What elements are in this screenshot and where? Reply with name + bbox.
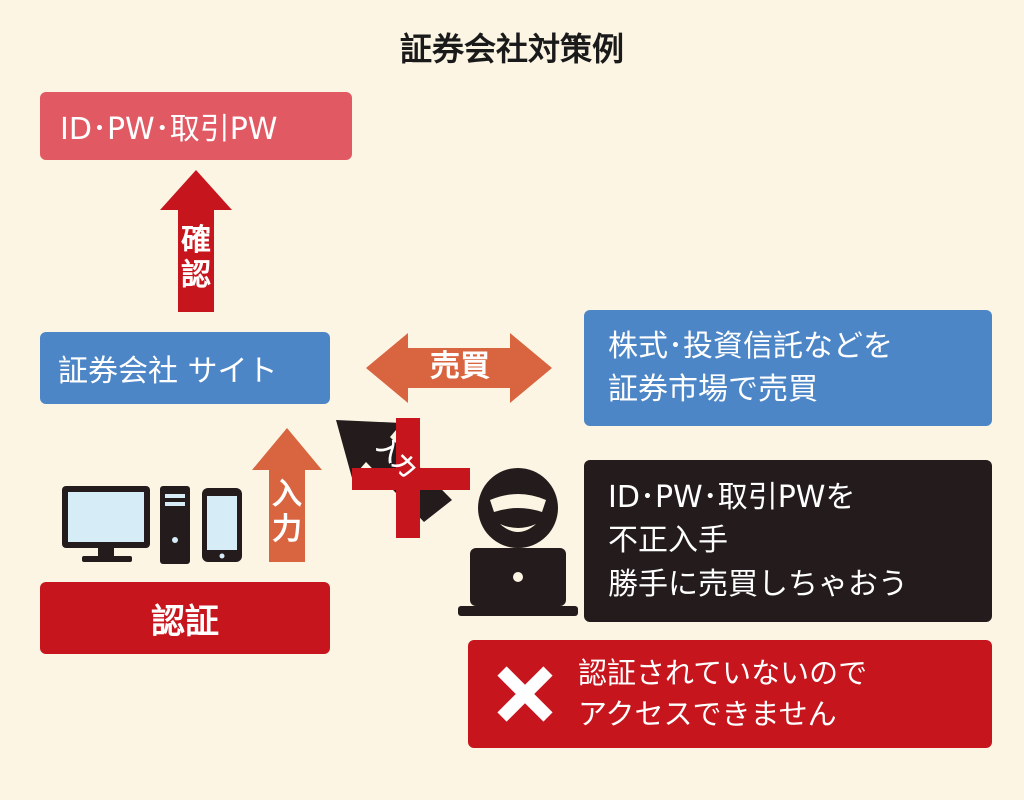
- confirm-arrow: [160, 170, 232, 312]
- securities-site-box: 証券会社 サイト: [40, 332, 330, 404]
- trade-line-2: 証券市場で売買: [608, 372, 818, 407]
- confirm-char-1: 確: [181, 223, 211, 258]
- cross-mark-icon: [497, 666, 553, 722]
- attacker-line-3: 勝手に売買しちゃおう: [608, 566, 908, 602]
- credentials-box: ID･PW･取引PW: [40, 92, 352, 160]
- access-denied-box: 認証されていないので アクセスできません: [468, 640, 992, 748]
- credentials-label: ID･PW･取引PW: [60, 112, 278, 147]
- confirm-arrow-label: 確 認: [176, 223, 216, 293]
- smartphone-icon: [202, 488, 242, 562]
- pc-tower-icon: [160, 486, 190, 564]
- input-char-1: 入: [272, 477, 302, 512]
- trade-arrow-label: 売買: [430, 349, 490, 384]
- denied-line-2: アクセスできません: [578, 697, 837, 731]
- authentication-box: 認証: [40, 582, 330, 654]
- attacker-line-2: 不正入手: [608, 523, 728, 559]
- monitor-icon: [62, 486, 150, 562]
- attacker-line-1: ID･PW･取引PWを: [608, 479, 856, 515]
- block-cross-horizontal: [352, 468, 470, 490]
- diagram-title: 証券会社対策例: [399, 30, 624, 68]
- attacker-message-box: ID･PW･取引PWを 不正入手 勝手に売買しちゃおう: [584, 460, 992, 622]
- input-arrow-label: 入 力: [267, 477, 307, 547]
- trade-arrow: [366, 333, 552, 403]
- input-char-2: 力: [272, 511, 302, 547]
- hacker-icon: [458, 468, 578, 616]
- denied-line-1: 認証されていないので: [578, 656, 868, 691]
- confirm-char-2: 認: [181, 257, 211, 293]
- input-arrow: [252, 428, 322, 562]
- authentication-label: 認証: [151, 601, 219, 642]
- trade-line-1: 株式･投資信託などを: [608, 328, 893, 364]
- securities-site-label: 証券会社 サイト: [58, 354, 278, 389]
- trade-description-box: 株式･投資信託などを 証券市場で売買: [584, 310, 992, 426]
